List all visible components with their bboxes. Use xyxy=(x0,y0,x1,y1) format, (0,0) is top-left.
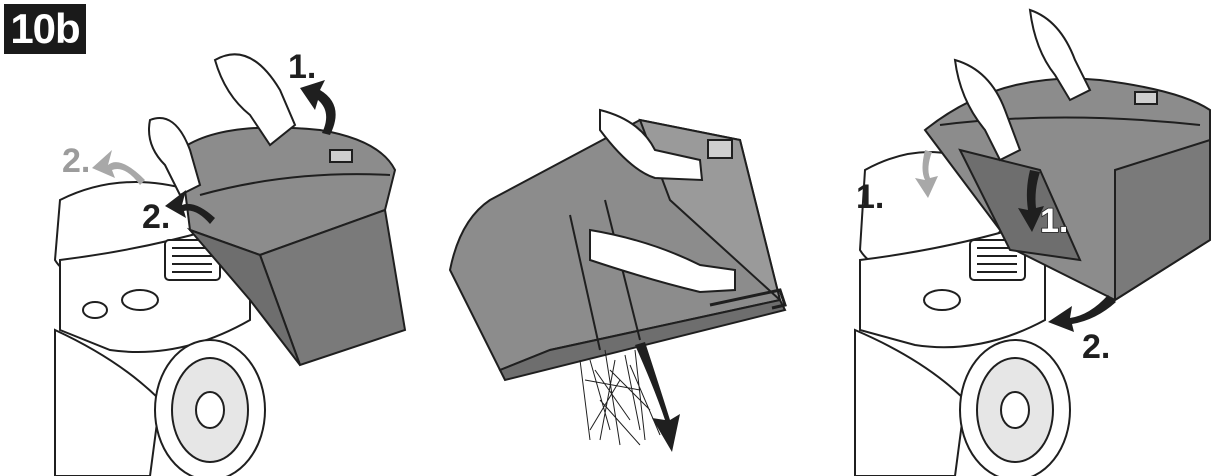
panel-right-reattach-bag: 1. 1. 2. xyxy=(830,0,1219,476)
step-label-2: 2. xyxy=(1082,328,1110,366)
step-label-2: 2. xyxy=(142,198,170,236)
panel-left-remove-bag: 1. 2. 2. xyxy=(0,0,410,476)
arrow-rotate-down xyxy=(1048,295,1116,332)
step-label-2-light: 2. xyxy=(62,142,90,180)
step-label-1-right: 1. xyxy=(1040,202,1068,240)
panel-middle-empty-bag xyxy=(440,0,800,476)
arrow-lift-up xyxy=(300,80,336,135)
arrow-tilt-seat-light xyxy=(92,150,145,185)
step-label-1-left: 1. xyxy=(856,178,884,216)
step-label-1: 1. xyxy=(288,48,316,86)
arrow-empty-down xyxy=(635,342,680,452)
